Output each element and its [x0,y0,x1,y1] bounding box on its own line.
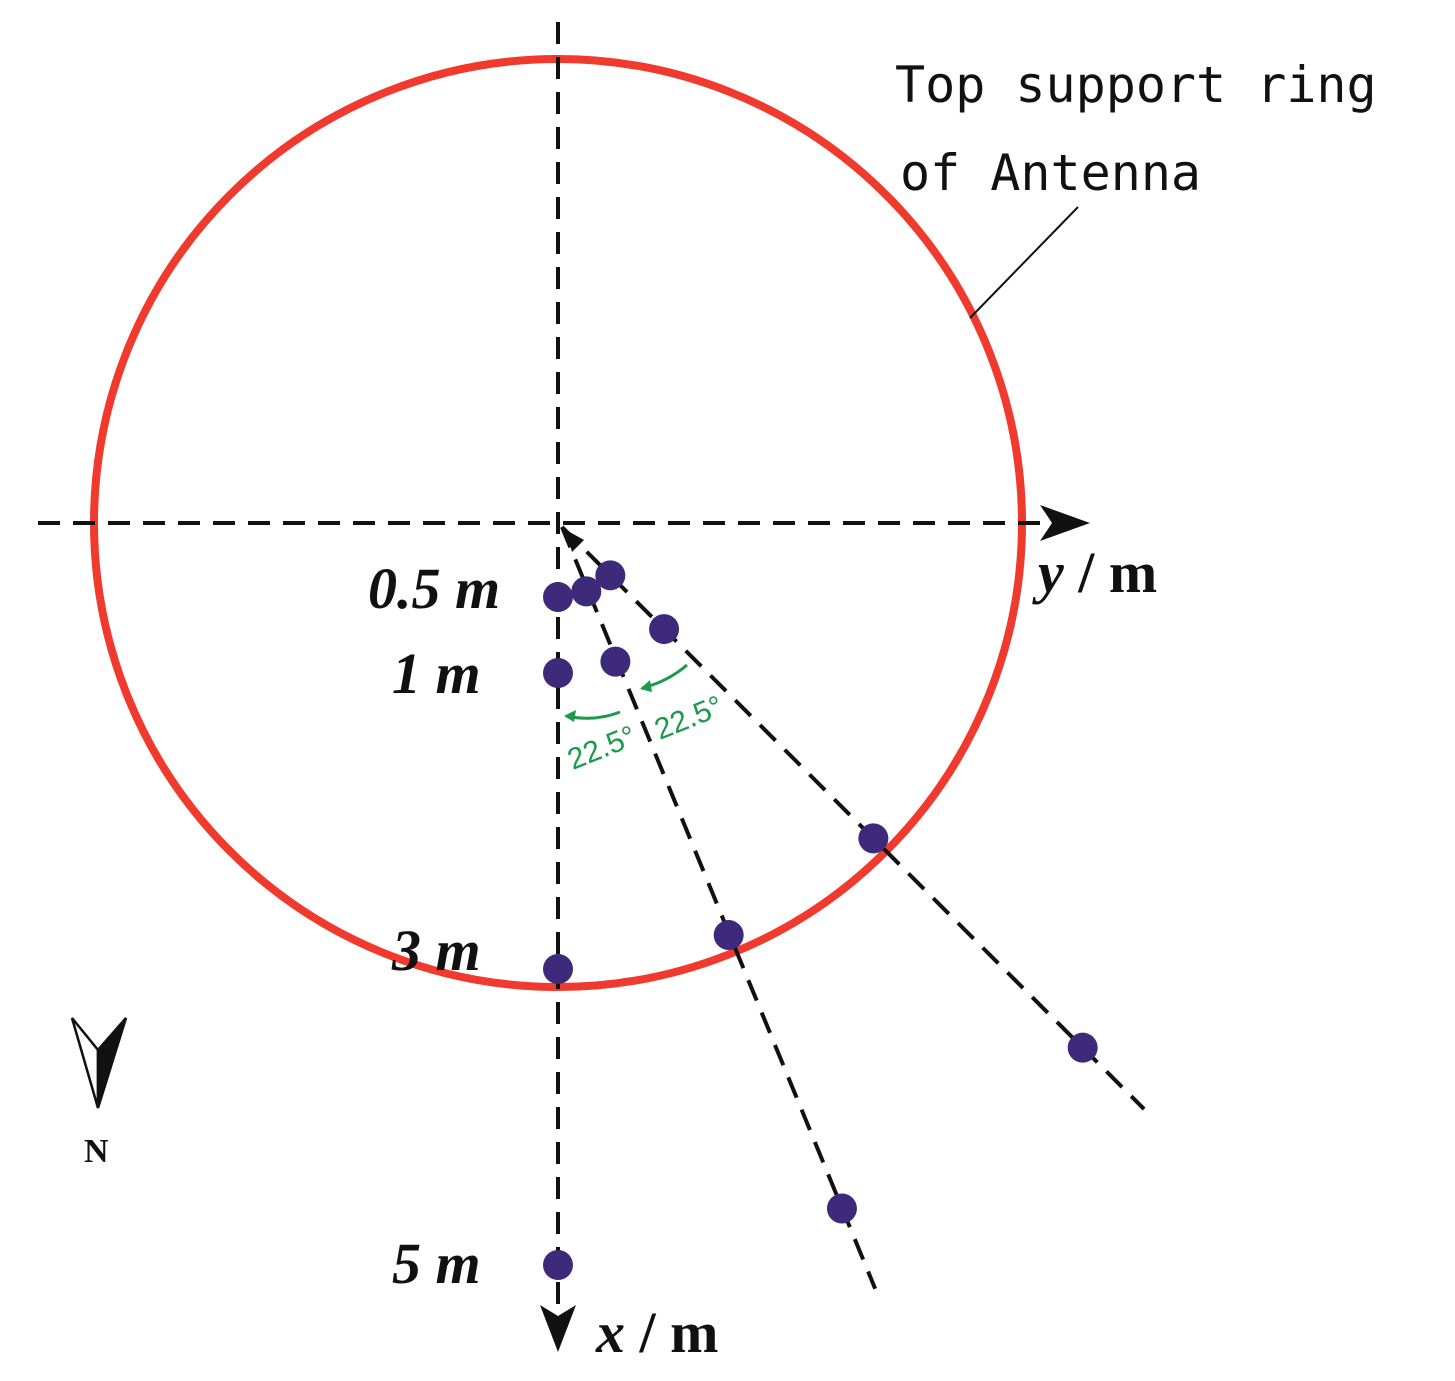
y-axis-label: y / m [1032,540,1157,605]
y-axis-var: y [1032,540,1064,605]
y-axis-unit: / m [1064,540,1157,605]
point-0deg-0-5m [543,582,573,612]
point-0deg-1m [543,658,573,688]
point-0deg-3m [543,954,573,984]
ring-label-line1: Top support ring [895,56,1377,114]
ray-22-5-deg [560,526,878,1290]
x-axis-label: x / m [595,1300,718,1365]
north-label: N [84,1133,109,1170]
point-22-5deg-1m [600,646,631,677]
point-45deg-5m [1067,1032,1098,1063]
measurement-rays [560,525,1146,1290]
x-axis-unit: / m [625,1300,718,1365]
point-22-5deg-5m [826,1193,857,1224]
origin-arrow [566,530,584,552]
point-45deg-1m [649,614,680,645]
point-0deg-5m [543,1250,573,1280]
angle-arc-2-arrow [640,680,652,692]
measurement-points [543,560,1098,1280]
distance-label-3m: 3 m [391,918,481,983]
y-axis-arrow [1040,505,1090,541]
point-22-5deg-3m [713,920,744,951]
point-45deg-3m [858,823,889,854]
ring-label-line2: of Antenna [900,144,1201,202]
point-45deg-0-5m [595,560,626,591]
distance-label-0-5m: 0.5 m [368,556,500,621]
x-axis-arrow [540,1305,576,1352]
north-arrow-icon [70,1017,128,1109]
x-axis-var: x [595,1300,625,1365]
distance-label-1m: 1 m [392,641,481,706]
distance-label-5m: 5 m [392,1231,481,1296]
ring-leader-line [969,206,1079,319]
angle-markers: 22.5° 22.5° [563,663,728,777]
angle-arc-1-arrow [564,710,576,722]
angle-label-1: 22.5° [563,720,641,777]
angle-label-2: 22.5° [650,690,728,747]
ray-45-deg [560,525,1146,1111]
point-22-5deg-0-5m [571,576,602,607]
